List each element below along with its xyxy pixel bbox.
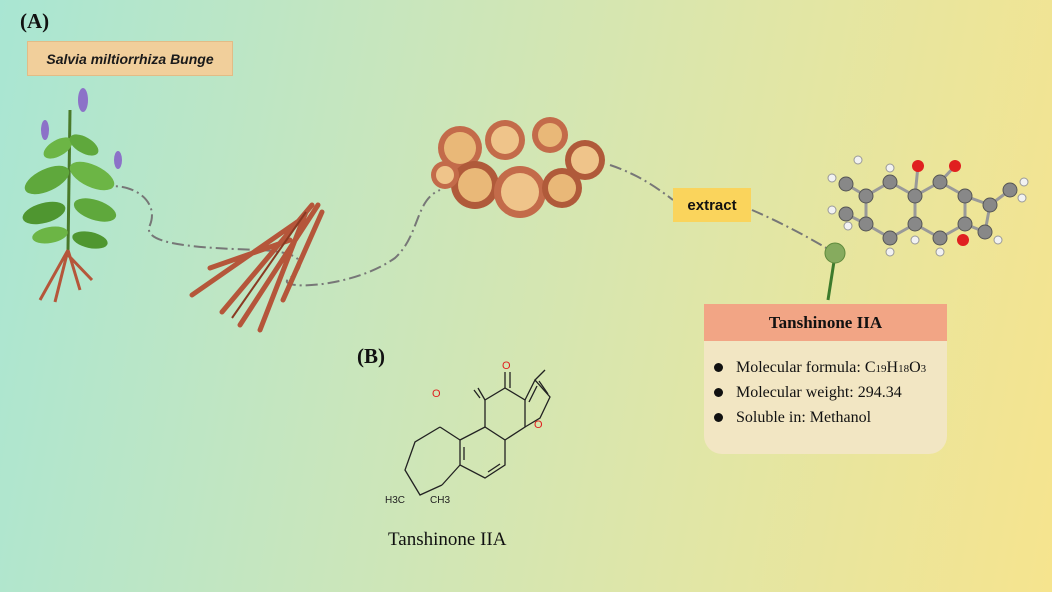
species-name-box: Salvia miltiorrhiza Bunge [27, 41, 233, 76]
sage-plant-illustration [22, 88, 122, 303]
property-label: Soluble in: [736, 408, 806, 426]
panel-label-a: (A) [20, 9, 50, 33]
carbonyl-oxygen-1: O [432, 388, 441, 400]
furan-oxygen: O [534, 419, 543, 431]
property-solubility: Soluble in: Methanol [714, 405, 947, 430]
gem-methyl-2: CH3 [430, 495, 450, 506]
skeletal-structure: O O O H3C CH3 [385, 360, 551, 506]
bullet-icon [714, 363, 723, 372]
structure-caption: Tanshinone IIA [388, 529, 507, 550]
property-value: 294.34 [857, 383, 902, 401]
species-name: Salvia miltiorrhiza Bunge [46, 50, 214, 67]
property-weight: Molecular weight: 294.34 [714, 380, 947, 405]
panel-label-b: (B) [357, 344, 385, 368]
extract-label: extract [687, 196, 737, 214]
gem-methyl-1: H3C [385, 495, 405, 506]
property-value: Methanol [809, 408, 872, 426]
extract-label-box: extract [673, 188, 751, 222]
root-slices-illustration [431, 117, 605, 218]
property-label: Molecular formula: [736, 358, 861, 376]
compound-title: Tanshinone IIA [704, 304, 947, 341]
carbonyl-oxygen-2: O [502, 360, 511, 372]
molecule-pin-icon [824, 242, 846, 264]
process-path [99, 164, 834, 287]
property-label: Molecular weight: [736, 383, 854, 401]
dried-root-illustration [189, 202, 325, 333]
ball-and-stick-molecule [824, 155, 1029, 301]
bullet-icon [714, 413, 723, 422]
bullet-icon [714, 388, 723, 397]
